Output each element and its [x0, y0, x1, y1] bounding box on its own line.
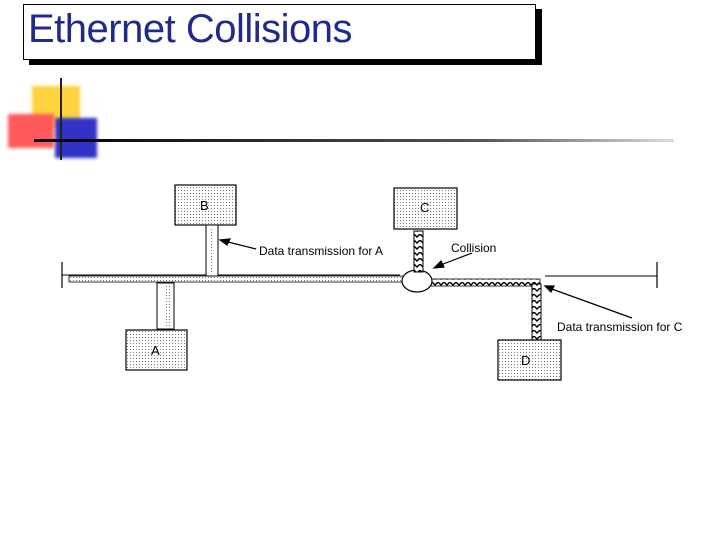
- node-c-box: [393, 187, 458, 230]
- label-data-transmission-c: Data transmission for C: [557, 320, 683, 334]
- bus-data-a: [68, 275, 406, 283]
- node-b-label: B: [200, 198, 209, 213]
- node-d-label: D: [521, 353, 531, 368]
- node-c-label: C: [420, 200, 430, 215]
- decorative-squares: [8, 78, 674, 160]
- label-data-transmission-a: Data transmission for A: [259, 244, 384, 258]
- node-a-drop: [156, 282, 175, 330]
- node-b-box: [174, 184, 237, 226]
- deco-horizontal-line: [34, 139, 674, 142]
- arrow-data-c: [543, 285, 633, 319]
- deco-red-square: [8, 114, 54, 148]
- collision-blob: [401, 269, 433, 293]
- label-collision: Collision: [451, 241, 497, 255]
- node-a-label: A: [151, 343, 160, 358]
- node-a-box: [125, 329, 188, 371]
- arrow-collision: [432, 252, 473, 269]
- page-title: Ethernet Collisions: [28, 7, 353, 51]
- arrow-data-a: [218, 238, 257, 250]
- node-c-drop: [413, 230, 424, 273]
- node-d-drop: [531, 283, 542, 343]
- bus-data-c: [429, 278, 541, 287]
- node-d-box: [497, 339, 562, 381]
- title-box: Ethernet Collisions: [23, 4, 536, 60]
